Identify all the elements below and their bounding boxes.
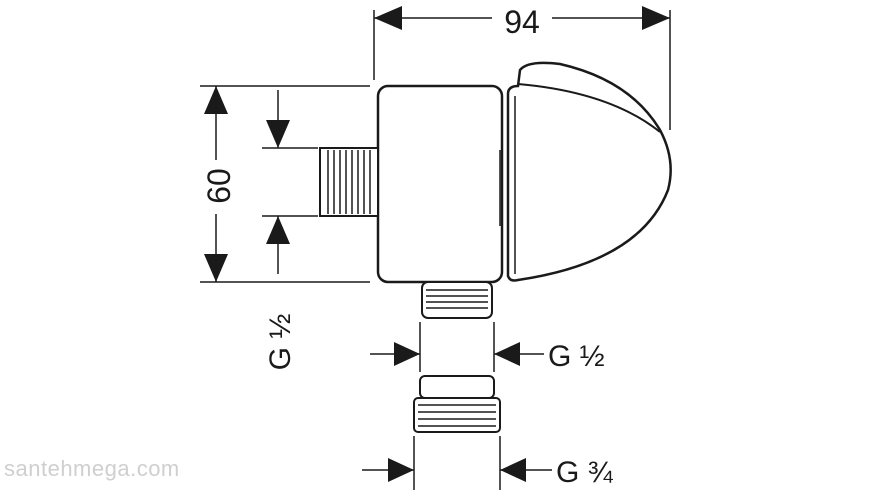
arrowhead-left (374, 6, 402, 30)
arrowhead-left (394, 342, 420, 366)
width-label: 94 (504, 4, 540, 40)
arrowhead-left (388, 458, 414, 482)
inlet-stub (319, 147, 379, 217)
side-thread-label: G ½ (264, 314, 297, 371)
arrowhead-right (494, 342, 520, 366)
arrowhead-top (204, 86, 228, 114)
arrowhead-right (642, 6, 670, 30)
dimension-adapter-thread (362, 436, 552, 490)
wall-connector-body (376, 84, 504, 284)
height-label: 60 (201, 168, 237, 204)
label-backdrop (200, 160, 232, 214)
bottom-threaded-outlet (421, 281, 493, 319)
label-backdrop (492, 4, 552, 34)
inlet-thread-lines (327, 150, 371, 214)
dimension-outlet-thread (370, 322, 544, 372)
adapter-collar (419, 375, 495, 399)
arrowhead-bottom (266, 216, 290, 244)
arrowhead-right (500, 458, 526, 482)
thread-adapter (413, 375, 501, 433)
adapter-thread-label: G ¾ (556, 456, 614, 489)
side-threaded-inlet (319, 147, 379, 217)
adapter-thread-body (413, 397, 501, 433)
holder-cap (506, 61, 672, 282)
arrowhead-top (266, 120, 290, 148)
dimension-height (200, 85, 370, 283)
holder-cap-edge (517, 83, 661, 133)
adapter-thread-lines (418, 404, 496, 427)
body-block (376, 84, 504, 284)
dimension-side-thread (262, 90, 318, 274)
hand-shower-holder (506, 61, 672, 282)
outlet-thread-lines (426, 289, 488, 309)
outlet-nipple (421, 281, 493, 319)
dimension-width (373, 4, 671, 130)
arrowhead-bottom (204, 254, 228, 282)
outlet-thread-label: G ½ (548, 340, 605, 373)
watermark: santehmega.com (4, 456, 180, 481)
